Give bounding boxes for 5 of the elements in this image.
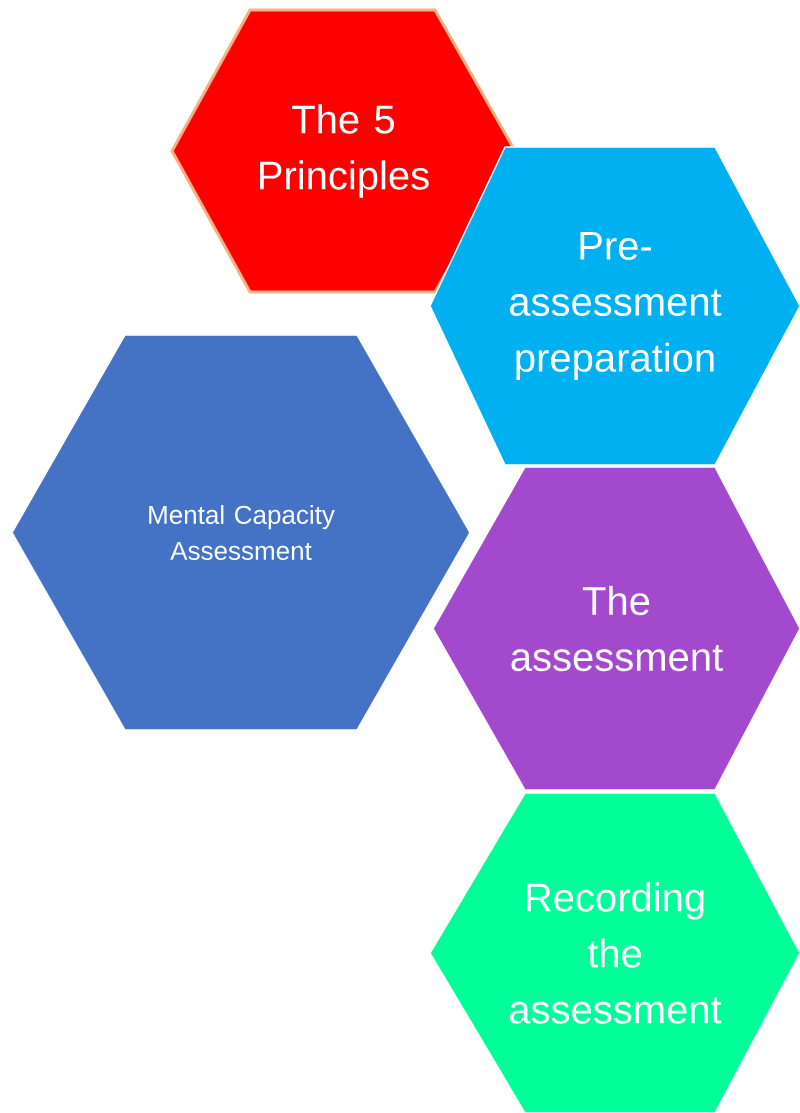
hexagon: Pre- assessment preparation (429, 146, 800, 466)
hexagon: The 5 Principles (170, 8, 517, 294)
hexagon: The assessment (432, 466, 800, 791)
hexagon: Mental Capacity Assessment (11, 334, 471, 731)
hexagon: Recording the assessment (429, 792, 800, 1113)
